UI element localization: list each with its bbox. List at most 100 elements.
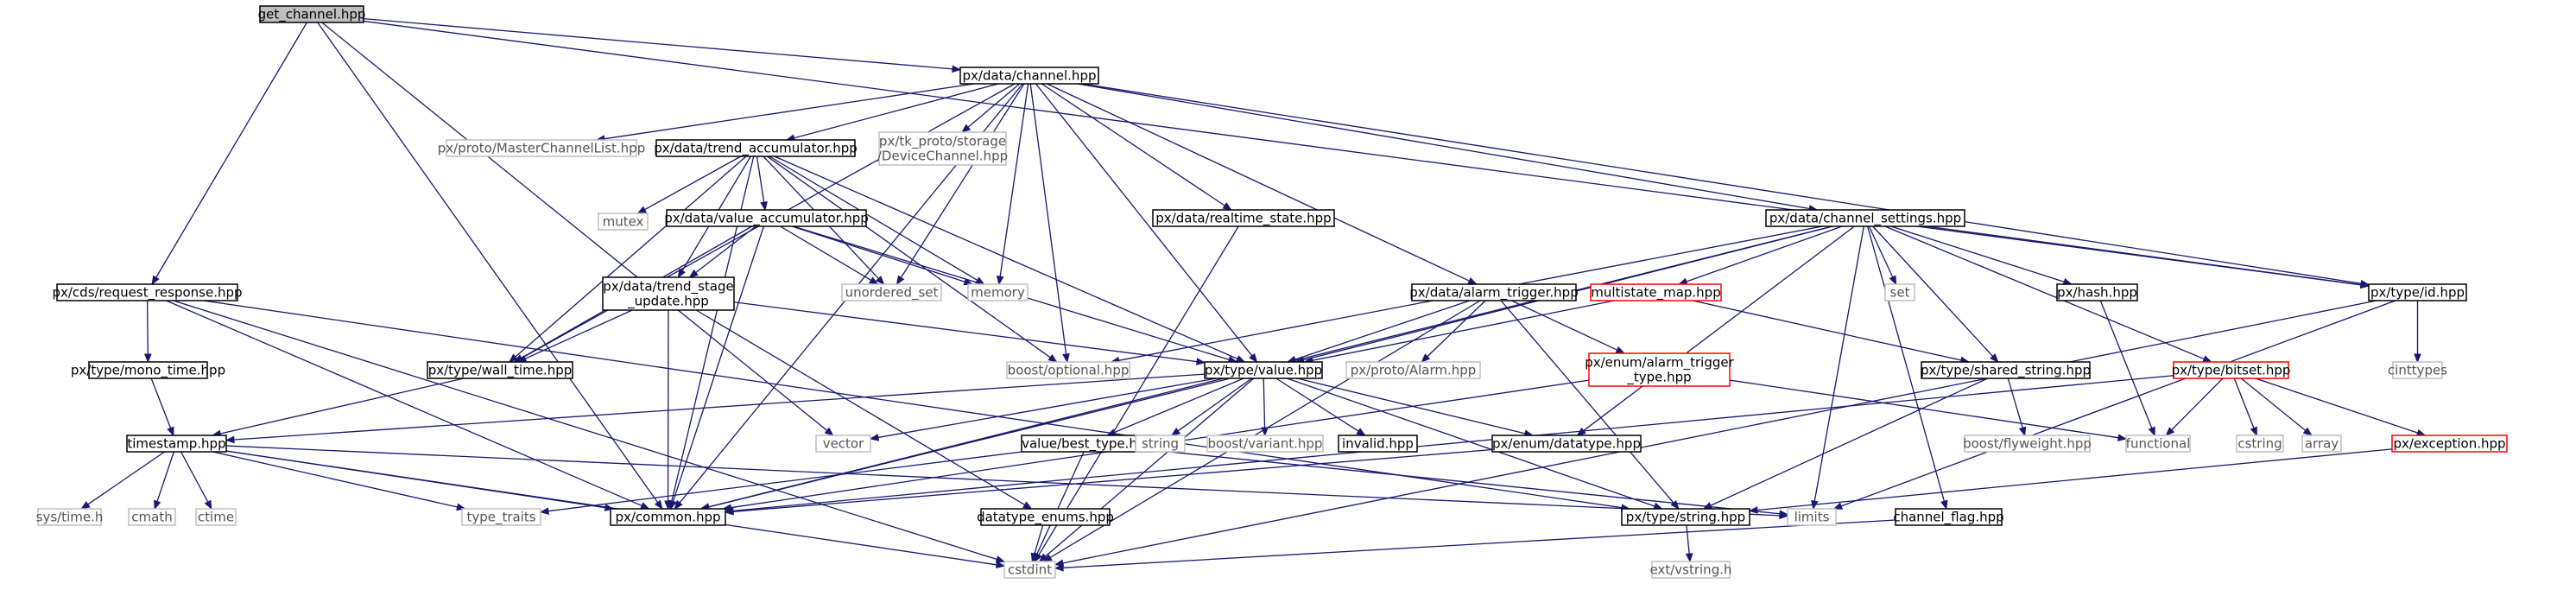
edge-data_channel-to-unordered_set xyxy=(900,83,1025,278)
edge-bitset-to-array xyxy=(2240,377,2307,431)
node-type-value[interactable]: px/type/value.hpp xyxy=(1204,361,1323,379)
node-datatype-enums[interactable]: datatype_enums.hpp xyxy=(977,508,1114,526)
edge-arrowhead-channel_settings-to-bitset xyxy=(2202,355,2212,363)
edge-arrowhead-data_channel-to-common xyxy=(674,499,683,511)
edge-arrowhead-best_type-to-type_traits xyxy=(539,507,549,515)
node-label: cstdint xyxy=(1008,561,1052,577)
node-box xyxy=(1590,283,1722,301)
node-alarm-trigger-type: px/enum/alarm_trigger_type.hpp xyxy=(1585,352,1735,387)
node-best-type[interactable]: value/best_type.hpp xyxy=(1021,435,1155,453)
node-box xyxy=(1964,435,2091,453)
node-cinttypes: cinttypes xyxy=(2388,361,2447,379)
node-alarm-trigger[interactable]: px/data/alarm_trigger.hpp xyxy=(1409,283,1579,301)
node-label: px/data/realtime_state.hpp xyxy=(1155,210,1331,226)
node-set: set xyxy=(1884,283,1915,301)
edge-arrowhead-datatype-to-common xyxy=(724,507,734,516)
node-box xyxy=(1921,361,2091,379)
edge-channel_settings-to-bitset xyxy=(1884,225,2205,360)
node-label: px/type/wall_time.hpp xyxy=(428,362,573,378)
node-label: memory xyxy=(971,284,1025,300)
edge-value_accumulator-to-unordered_set xyxy=(780,225,872,281)
node-array: array xyxy=(2301,435,2342,453)
edge-arrowhead-type_value-to-boost_variant xyxy=(1261,427,1269,437)
edge-arrowhead-request_response-to-cstdint xyxy=(995,555,1006,563)
node-label: channel_flag.hpp xyxy=(1893,509,2003,525)
edge-data_channel-to-device_channel xyxy=(967,83,1021,128)
node-type-string[interactable]: px/type/string.hpp xyxy=(1621,508,1750,526)
node-label: px/data/value_accumulator.hpp xyxy=(664,210,869,226)
edge-data_channel-to-alarm_trigger xyxy=(1047,83,1470,282)
node-type-id[interactable]: px/type/id.hpp xyxy=(2368,283,2467,301)
edge-channel_settings-to-limits xyxy=(1813,225,1864,502)
edge-type_value-to-datatype xyxy=(1297,377,1526,435)
node-request-response[interactable]: px/cds/request_response.hpp xyxy=(52,283,243,301)
edge-trend_accumulator-to-type_value xyxy=(774,155,1238,359)
edge-request_response-to-mono_time xyxy=(146,300,149,355)
node-invalid[interactable]: invalid.hpp xyxy=(1338,435,1418,453)
edge-arrowhead-type_value-to-vector xyxy=(869,434,880,441)
node-box xyxy=(959,67,1099,85)
edge-arrowhead-bitset-to-array xyxy=(2302,427,2313,436)
edge-arrowhead-timestamp-to-cstdint xyxy=(995,561,1006,569)
node-box xyxy=(980,508,1111,526)
edge-data_channel-to-memory xyxy=(999,83,1029,277)
edge-value_accumulator-to-common xyxy=(672,225,764,502)
node-box xyxy=(2056,283,2138,301)
node-label: px/type/string.hpp xyxy=(1626,509,1745,524)
edge-arrowhead-request_response-to-mono_time xyxy=(143,353,152,364)
node-channel-flag[interactable]: channel_flag.hpp xyxy=(1893,508,2004,526)
edge-arrowhead-data_channel-to-type_value xyxy=(1249,352,1258,364)
node-data-channel[interactable]: px/data/channel.hpp xyxy=(959,67,1099,85)
node-box xyxy=(878,131,1007,166)
edge-realtime_state-to-cstdint xyxy=(1038,225,1239,555)
edge-type_value-to-type_string xyxy=(1287,377,1655,507)
node-label: px/enum/datatype.hpp xyxy=(1492,435,1641,451)
node-box xyxy=(56,283,238,301)
node-trend-stage-update[interactable]: px/data/trend_stage_update.hpp xyxy=(602,276,735,311)
node-label: px/hash.hpp xyxy=(2057,284,2137,300)
node-proto-alarm: px/proto/Alarm.hpp xyxy=(1345,361,1481,379)
edge-arrowhead-datatype_enums-to-cstdint xyxy=(1030,552,1039,563)
node-get-channel[interactable]: get_channel.hpp xyxy=(258,5,366,23)
edge-arrowhead-trend_accumulator-to-trend_stage_update xyxy=(677,268,686,279)
node-common[interactable]: px/common.hpp xyxy=(610,508,726,526)
edge-type_value-to-vector xyxy=(877,377,1217,439)
edge-channel_settings-to-multistate_map xyxy=(1686,225,1843,282)
edge-get_channel-to-data_channel xyxy=(363,17,953,70)
edge-shared_string-to-boost_flyweight xyxy=(2007,377,2023,428)
node-datatype[interactable]: px/enum/datatype.hpp xyxy=(1491,435,1642,453)
node-box xyxy=(1345,361,1481,379)
node-realtime-state[interactable]: px/data/realtime_state.hpp xyxy=(1152,209,1335,227)
node-mono-time[interactable]: px/type/mono_time.hpp xyxy=(71,361,225,379)
edge-trend_accumulator-to-mutex xyxy=(644,155,742,211)
node-box xyxy=(1588,352,1731,387)
node-timestamp[interactable]: timestamp.hpp xyxy=(126,435,227,453)
node-label: px/data/channel.hpp xyxy=(963,67,1097,83)
node-box xyxy=(2368,283,2467,301)
edge-data_channel-to-type_value xyxy=(1035,83,1253,357)
edge-timestamp-to-type_traits xyxy=(212,451,458,508)
node-exception: px/exception.hpp xyxy=(2391,435,2508,453)
node-label: px/data/trend_stage xyxy=(603,278,733,295)
node-label: multistate_map.hpp xyxy=(1591,284,1720,301)
edge-timestamp-to-limits xyxy=(225,445,1781,517)
node-hash[interactable]: px/hash.hpp xyxy=(2056,283,2138,301)
edge-arrowhead-bitset-to-cstring xyxy=(2250,426,2257,437)
edge-arrowhead-alarm_trigger-to-proto_alarm xyxy=(1421,353,1431,363)
node-channel-settings[interactable]: px/data/channel_settings.hpp xyxy=(1765,209,1965,227)
node-unordered-set: unordered_set xyxy=(841,283,942,301)
node-box xyxy=(2125,435,2191,453)
edge-data_channel-to-master_channel_list xyxy=(604,83,975,140)
node-label: px/type/shared_string.hpp xyxy=(1921,362,2091,378)
node-trend-accumulator[interactable]: px/data/trend_accumulator.hpp xyxy=(654,139,858,157)
node-shared-string[interactable]: px/type/shared_string.hpp xyxy=(1921,361,2091,379)
node-wall-time[interactable]: px/type/wall_time.hpp xyxy=(427,361,573,379)
node-vstring: ext/vstring.h xyxy=(1650,561,1732,579)
edge-request_response-to-type_string xyxy=(203,300,1623,509)
node-layer: get_channel.hpp px/data/channel.hpp px/pro… xyxy=(36,5,2508,579)
node-vector: vector xyxy=(815,435,871,453)
node-value-accumulator[interactable]: px/data/value_accumulator.hpp xyxy=(664,209,869,227)
edge-bitset-to-functional xyxy=(2171,377,2224,431)
edge-arrowhead-hash-to-functional xyxy=(2148,426,2155,437)
